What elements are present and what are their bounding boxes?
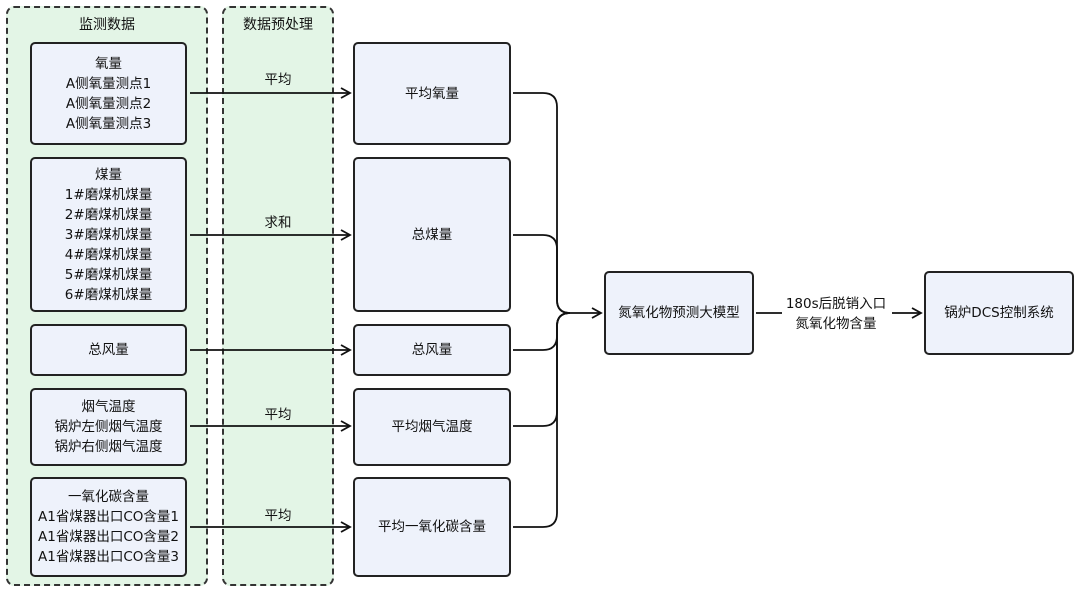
input-line: 2#磨煤机煤量 bbox=[64, 206, 153, 223]
input-line: A1省煤器出口CO含量3 bbox=[38, 549, 179, 565]
input-line: A侧氧量测点1 bbox=[65, 75, 152, 92]
input-line: 烟气温度 bbox=[81, 399, 136, 415]
output-label-line1: 180s后脱销入口 bbox=[785, 296, 887, 312]
merge-fluegas bbox=[513, 312, 571, 427]
merge-oxygen bbox=[513, 92, 571, 314]
input-line: 3#磨煤机煤量 bbox=[64, 226, 153, 243]
input-line: 煤量 bbox=[95, 166, 122, 183]
feature-avg-fluegas-box: 平均烟气温度 bbox=[353, 388, 511, 466]
feature-label: 总煤量 bbox=[411, 226, 453, 243]
feature-total-coal-box: 总煤量 bbox=[353, 157, 511, 312]
input-line: 4#磨煤机煤量 bbox=[64, 246, 153, 263]
input-oxygen-box: 氧量 A侧氧量测点1 A侧氧量测点2 A侧氧量测点3 bbox=[30, 42, 187, 145]
op-label-fluegas: 平均 bbox=[264, 407, 292, 423]
feature-total-air-box: 总风量 bbox=[353, 324, 511, 376]
op-label-co: 平均 bbox=[264, 508, 292, 524]
monitoring-data-title: 监测数据 bbox=[79, 17, 135, 33]
preprocessing-group: 数据预处理 bbox=[222, 6, 334, 586]
output-label: 180s后脱销入口 氮氧化物含量 bbox=[775, 294, 897, 334]
output-label-line2: 氮氧化物含量 bbox=[795, 316, 877, 332]
merge-coal bbox=[513, 234, 571, 314]
feature-avg-oxygen-box: 平均氧量 bbox=[353, 42, 511, 145]
input-line: 6#磨煤机煤量 bbox=[64, 286, 153, 303]
model-label: 氮氧化物预测大模型 bbox=[618, 305, 740, 321]
op-label-oxygen: 平均 bbox=[264, 72, 292, 88]
feature-label: 总风量 bbox=[411, 342, 453, 358]
input-line: 锅炉左侧烟气温度 bbox=[54, 419, 163, 435]
input-line: 一氧化碳含量 bbox=[68, 489, 149, 505]
merge-air bbox=[513, 312, 571, 351]
feature-avg-co-box: 平均一氧化碳含量 bbox=[353, 477, 511, 577]
input-line: 氧量 bbox=[95, 55, 122, 72]
feature-label: 平均一氧化碳含量 bbox=[378, 519, 486, 535]
feature-label: 平均氧量 bbox=[405, 85, 459, 102]
input-line: 1#磨煤机煤量 bbox=[64, 186, 153, 203]
input-line: A1省煤器出口CO含量1 bbox=[38, 509, 179, 525]
input-line: 5#磨煤机煤量 bbox=[64, 266, 153, 283]
nox-model-box: 氮氧化物预测大模型 bbox=[604, 271, 754, 355]
dcs-system-box: 锅炉DCS控制系统 bbox=[924, 271, 1074, 355]
input-line: A1省煤器出口CO含量2 bbox=[38, 529, 179, 545]
op-label-coal: 求和 bbox=[264, 215, 292, 231]
input-fluegas-box: 烟气温度 锅炉左侧烟气温度 锅炉右侧烟气温度 bbox=[30, 388, 187, 466]
preprocessing-title: 数据预处理 bbox=[243, 17, 313, 33]
dcs-label: 锅炉DCS控制系统 bbox=[944, 305, 1054, 321]
input-line: 总风量 bbox=[88, 342, 129, 358]
input-line: A侧氧量测点3 bbox=[65, 115, 152, 132]
input-line: 锅炉右侧烟气温度 bbox=[54, 439, 163, 455]
input-co-box: 一氧化碳含量 A1省煤器出口CO含量1 A1省煤器出口CO含量2 A1省煤器出口… bbox=[30, 477, 187, 577]
input-air-box: 总风量 bbox=[30, 324, 187, 376]
input-coal-box: 煤量 1#磨煤机煤量 2#磨煤机煤量 3#磨煤机煤量 4#磨煤机煤量 5#磨煤机… bbox=[30, 157, 187, 312]
feature-label: 平均烟气温度 bbox=[391, 419, 473, 435]
merge-co bbox=[513, 312, 571, 528]
input-line: A侧氧量测点2 bbox=[65, 95, 152, 112]
